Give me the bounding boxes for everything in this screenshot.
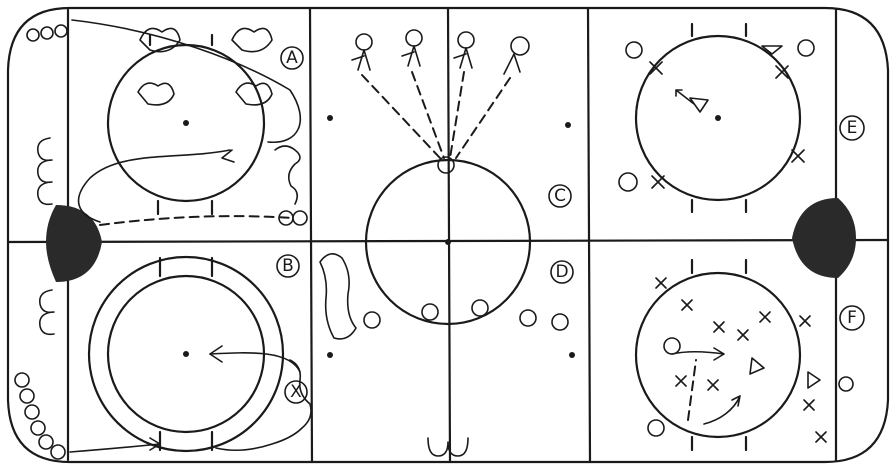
station-b-label: B: [282, 256, 294, 276]
station-e-label: E: [847, 118, 858, 138]
station-f: F: [636, 260, 864, 450]
station-e: E: [619, 24, 864, 212]
station-f-label: F: [847, 308, 857, 328]
dashed-passes: [362, 72, 510, 158]
faceoff-circle-f: [636, 273, 800, 437]
blue-line-right: [588, 8, 590, 462]
blue-line-left: [310, 8, 312, 462]
center-line: [448, 8, 450, 462]
station-a-label: A: [286, 48, 298, 68]
station-b-x-label: X: [290, 382, 302, 402]
station-d-label: D: [555, 262, 568, 282]
station-b: B X: [70, 255, 311, 452]
net-right: [792, 198, 856, 278]
station-a: A: [72, 20, 307, 225]
skaters-top-row: [352, 30, 529, 74]
net-left: [46, 205, 102, 282]
station-c-label: C: [554, 186, 566, 206]
